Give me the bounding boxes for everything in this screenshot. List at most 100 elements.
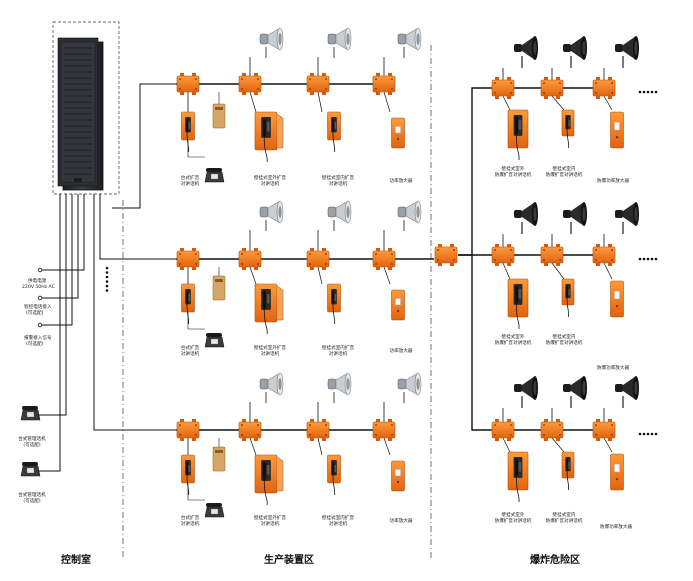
explosion-proof-telephone [327,283,341,325]
junction-box [238,248,262,270]
continuation-dot [638,257,642,261]
explosion-proof-telephone [507,278,529,330]
desk-telephone [204,503,225,518]
junction-box [592,419,616,441]
terminal [37,295,43,301]
indoor-phone-label: 对讲话机 [329,350,348,357]
phone-line-label: (可选配) [26,309,44,316]
hazard-indoor-label: 壁挂式室内 [553,511,576,518]
junction-box [306,248,330,270]
explosion-proof-telephone [561,109,575,149]
wire [249,437,257,456]
hazard-indoor-label: 防爆扩音对讲话机 [546,517,583,524]
wire [603,262,613,280]
indoor-phone-label: 壁挂式室内扩音 [322,174,355,181]
wire [551,262,565,280]
explosion-proof-telephone [561,451,575,491]
horn-speaker-silver [327,27,352,58]
outdoor-phone-label: 壁挂式室外扩音 [254,514,287,521]
outdoor-phone-label: 对讲话机 [261,180,280,187]
continuation-dot [646,90,650,94]
outdoor-phone-label: 对讲话机 [261,520,280,527]
wire [551,95,565,111]
horn-speaker-silver [259,200,284,231]
explosion-proof-telephone [181,111,195,153]
horn-speaker-black [615,202,639,234]
amplifier-label: 功率放大器 [390,347,413,354]
hazard-outdoor-label: 壁挂式室外 [502,333,525,340]
desk-telephone [204,333,225,348]
wire [458,87,503,256]
continuation-dot [638,90,642,94]
junction-box [372,419,396,441]
wire [317,91,323,113]
junction-box [372,73,396,95]
explosion-proof-telephone [254,111,284,163]
horn-speaker-black [615,376,639,408]
hazard-outdoor-label: 壁挂式室外 [502,511,525,518]
zone-title-hazard: 爆炸危险区 [530,553,580,566]
continuation-dot [105,284,109,288]
wire [317,266,323,285]
junction-box [491,244,515,266]
continuation-dot [646,257,650,261]
hazard-outdoor-label: 壁挂式室外 [502,165,525,172]
continuation-dot [646,432,650,436]
alarm-label: (可选配) [26,340,44,347]
indoor-phone-label: 壁挂式室内扩音 [322,344,355,351]
horn-speaker-silver [397,200,422,231]
wire [40,194,79,299]
junction-box [491,419,515,441]
horn-speaker-black [514,202,538,234]
explosion-proof-telephone [327,111,341,153]
horn-speaker-silver [397,27,422,58]
wire [471,255,612,431]
explosion-proof-telephone [181,454,195,496]
explosion-proof-telephone [561,278,575,318]
horn-speaker-black [563,202,587,234]
continuation-dot [638,432,642,436]
continuation-dot [654,90,658,94]
junction-box [540,244,564,266]
indoor-phone-label: 对讲话机 [329,180,348,187]
wire [112,83,176,209]
zone-title-control: 控制室 [61,553,91,566]
horn-speaker-silver [327,372,352,403]
desk-phone-label: 台式扩音 [181,344,200,351]
junction-box [306,73,330,95]
indoor-phone-label: 壁挂式室内扩音 [322,514,355,521]
power-amplifier [610,453,624,491]
desk-admin-label: 台式管理话机 [18,491,46,498]
hazard-outdoor-label: 防爆扩音对讲话机 [495,171,532,178]
explosion-proof-telephone [254,454,284,506]
continuation-dot [105,280,109,283]
hazard-amp-label: 防爆功率放大器 [597,177,630,184]
explosion-proof-telephone [254,283,284,335]
wire [99,194,176,260]
continuation-dot [105,266,109,270]
wire [187,483,205,501]
wire [502,437,511,453]
explosion-proof-telephone [327,454,341,496]
desk-phone-label: 对讲话机 [181,350,200,357]
hazard-outdoor-label: 防爆扩音对讲话机 [495,339,532,346]
desk-admin-label: (可选配) [23,497,41,504]
explosion-proof-telephone [507,109,529,161]
continuation-dot [654,257,658,261]
wire [502,95,511,111]
continuation-dot [650,90,654,94]
hazard-indoor-label: 防爆扩音对讲话机 [546,171,583,178]
wire [383,91,391,113]
desk-phone-label: 对讲话机 [181,520,200,527]
horn-speaker-black [514,36,538,68]
power-amplifier [391,117,405,149]
horn-speaker-silver [259,27,284,58]
wire [249,91,257,113]
wire [383,437,391,456]
terminal [37,322,43,328]
continuation-dot [105,271,109,274]
cabinet-frame [52,21,120,195]
junction-box [540,77,564,99]
horn-speaker-silver [397,372,422,403]
